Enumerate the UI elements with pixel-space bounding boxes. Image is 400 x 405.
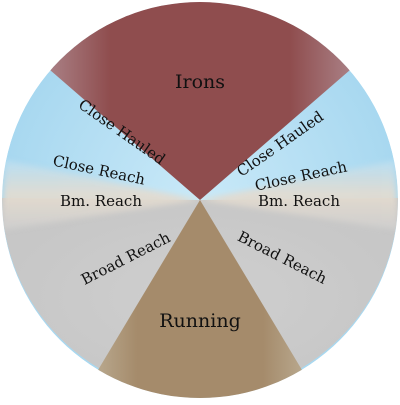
irons-label: Irons <box>175 71 225 93</box>
running-label: Running <box>159 310 241 332</box>
beam-reach-right-band <box>200 160 398 230</box>
beam-reach-left-label: Bm. Reach <box>60 192 142 210</box>
irons-sector <box>50 2 350 200</box>
beam-reach-right-label: Bm. Reach <box>258 192 340 210</box>
beam-reach-left-band <box>2 160 200 230</box>
running-sector <box>95 200 305 398</box>
